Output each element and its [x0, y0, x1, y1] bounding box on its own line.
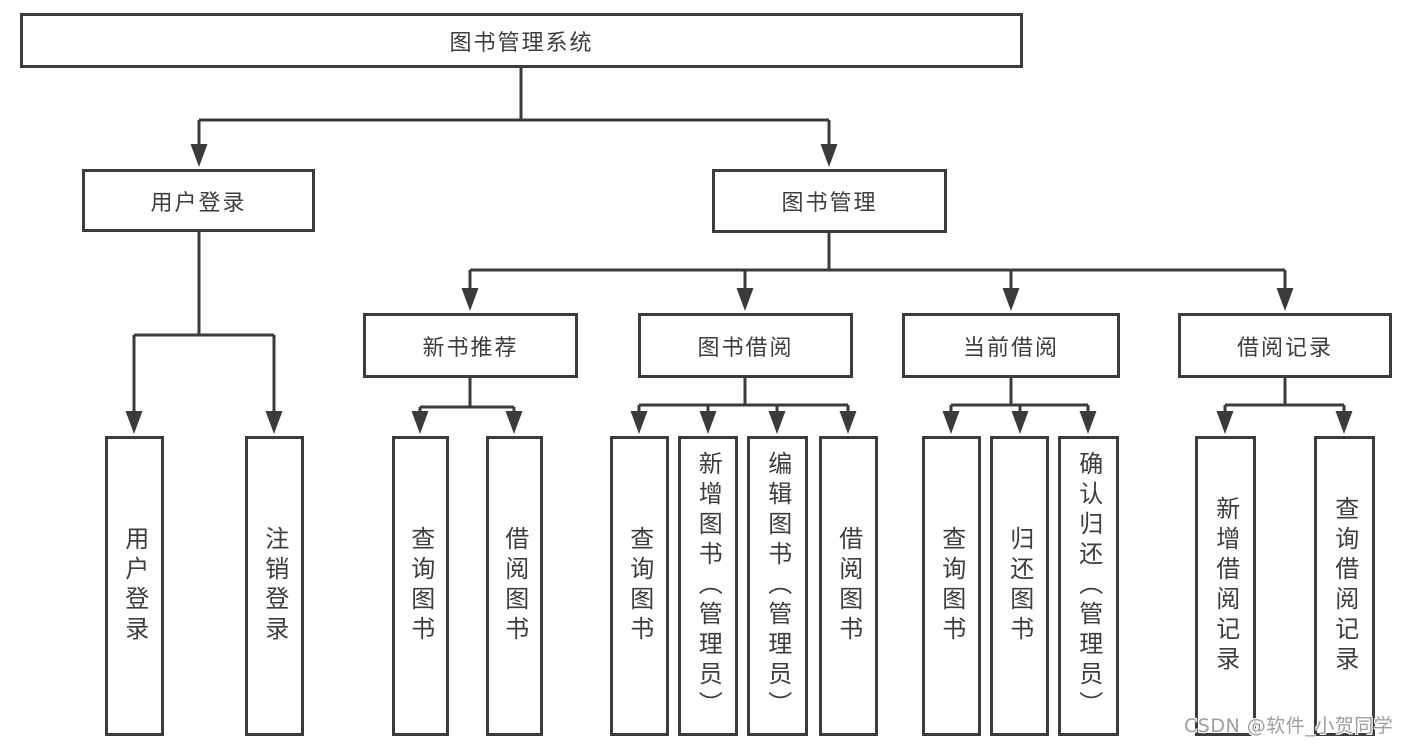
node-user-login: 用户登录	[82, 169, 315, 232]
node-book-borrowing: 图书借阅	[638, 313, 853, 378]
leaf-borrow-books-borrowing: 借阅图书	[819, 436, 878, 736]
leaf-label: 查询图书	[406, 526, 435, 646]
leaf-label: 确认归还（管理员）	[1074, 451, 1103, 721]
node-new-book-recommendation: 新书推荐	[363, 313, 578, 378]
node-label: 图书借阅	[697, 335, 794, 361]
leaf-edit-book-admin: 编辑图书（管理员）	[747, 436, 808, 736]
node-current-borrowing: 当前借阅	[902, 313, 1120, 378]
node-borrowing-records: 借阅记录	[1178, 313, 1392, 378]
node-book-management: 图书管理	[712, 169, 947, 233]
leaf-query-books-current: 查询图书	[922, 436, 981, 736]
leaf-confirm-return-admin: 确认归还（管理员）	[1058, 436, 1119, 736]
leaf-logout: 注销登录	[245, 436, 304, 736]
node-library-management-system: 图书管理系统	[20, 13, 1023, 68]
leaf-query-books-borrowing: 查询图书	[610, 436, 669, 736]
leaf-label: 查询图书	[625, 526, 654, 646]
leaf-user-login: 用户登录	[105, 436, 164, 736]
leaf-label: 借阅图书	[500, 526, 529, 646]
node-label: 图书管理系统	[449, 30, 594, 56]
leaf-query-books-recommend: 查询图书	[392, 436, 449, 736]
node-label: 新书推荐	[422, 335, 519, 361]
leaf-label: 查询借阅记录	[1330, 496, 1359, 676]
leaf-label: 编辑图书（管理员）	[763, 451, 792, 721]
leaf-query-borrow-record: 查询借阅记录	[1314, 436, 1375, 736]
leaf-return-books: 归还图书	[990, 436, 1049, 736]
leaf-label: 归还图书	[1005, 526, 1034, 646]
leaf-label: 新增借阅记录	[1211, 496, 1240, 676]
leaf-label: 查询图书	[937, 526, 966, 646]
leaf-label: 新增图书（管理员）	[694, 451, 723, 721]
leaf-label: 借阅图书	[834, 526, 863, 646]
leaf-label: 用户登录	[120, 526, 149, 646]
leaf-borrow-books-recommend: 借阅图书	[486, 436, 543, 736]
node-label: 用户登录	[150, 190, 247, 216]
csdn-watermark: CSDN @软件_小贺同学	[1184, 715, 1394, 737]
leaf-add-book-admin: 新增图书（管理员）	[678, 436, 738, 736]
node-label: 借阅记录	[1236, 335, 1333, 361]
leaf-add-borrow-record: 新增借阅记录	[1195, 436, 1256, 736]
leaf-label: 注销登录	[260, 526, 289, 646]
node-label: 当前借阅	[962, 335, 1059, 361]
node-label: 图书管理	[781, 191, 878, 216]
